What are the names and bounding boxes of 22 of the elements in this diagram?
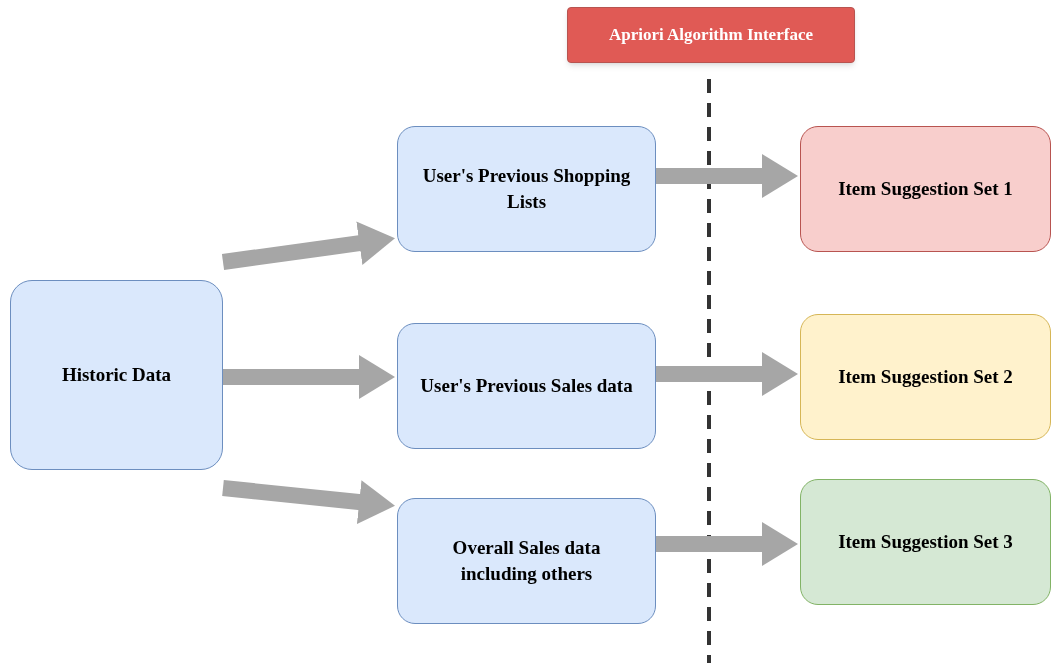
process-box: [397, 498, 656, 624]
node-label: Overall Sales data including others: [451, 536, 602, 586]
node-label: Item Suggestion Set 3: [838, 530, 1013, 555]
arrow: [223, 355, 395, 399]
header-box: [567, 7, 855, 63]
output-box: [800, 314, 1051, 440]
arrow: [222, 480, 395, 524]
arrow: [656, 154, 798, 198]
process-box: [10, 280, 223, 470]
node-label: User's Previous Sales data: [420, 374, 633, 399]
process-box: [397, 126, 656, 252]
process-box: [397, 323, 656, 449]
node-label: Historic Data: [61, 363, 172, 388]
node-label: Item Suggestion Set 1: [838, 177, 1013, 202]
arrow: [656, 352, 798, 396]
arrow: [221, 221, 395, 270]
node-label: Item Suggestion Set 2: [838, 365, 1013, 390]
arrow: [656, 522, 798, 566]
output-box: [800, 126, 1051, 252]
node-label: Apriori Algorithm Interface: [609, 24, 813, 47]
output-box: [800, 479, 1051, 605]
node-label: User's Previous Shopping Lists: [421, 164, 632, 214]
